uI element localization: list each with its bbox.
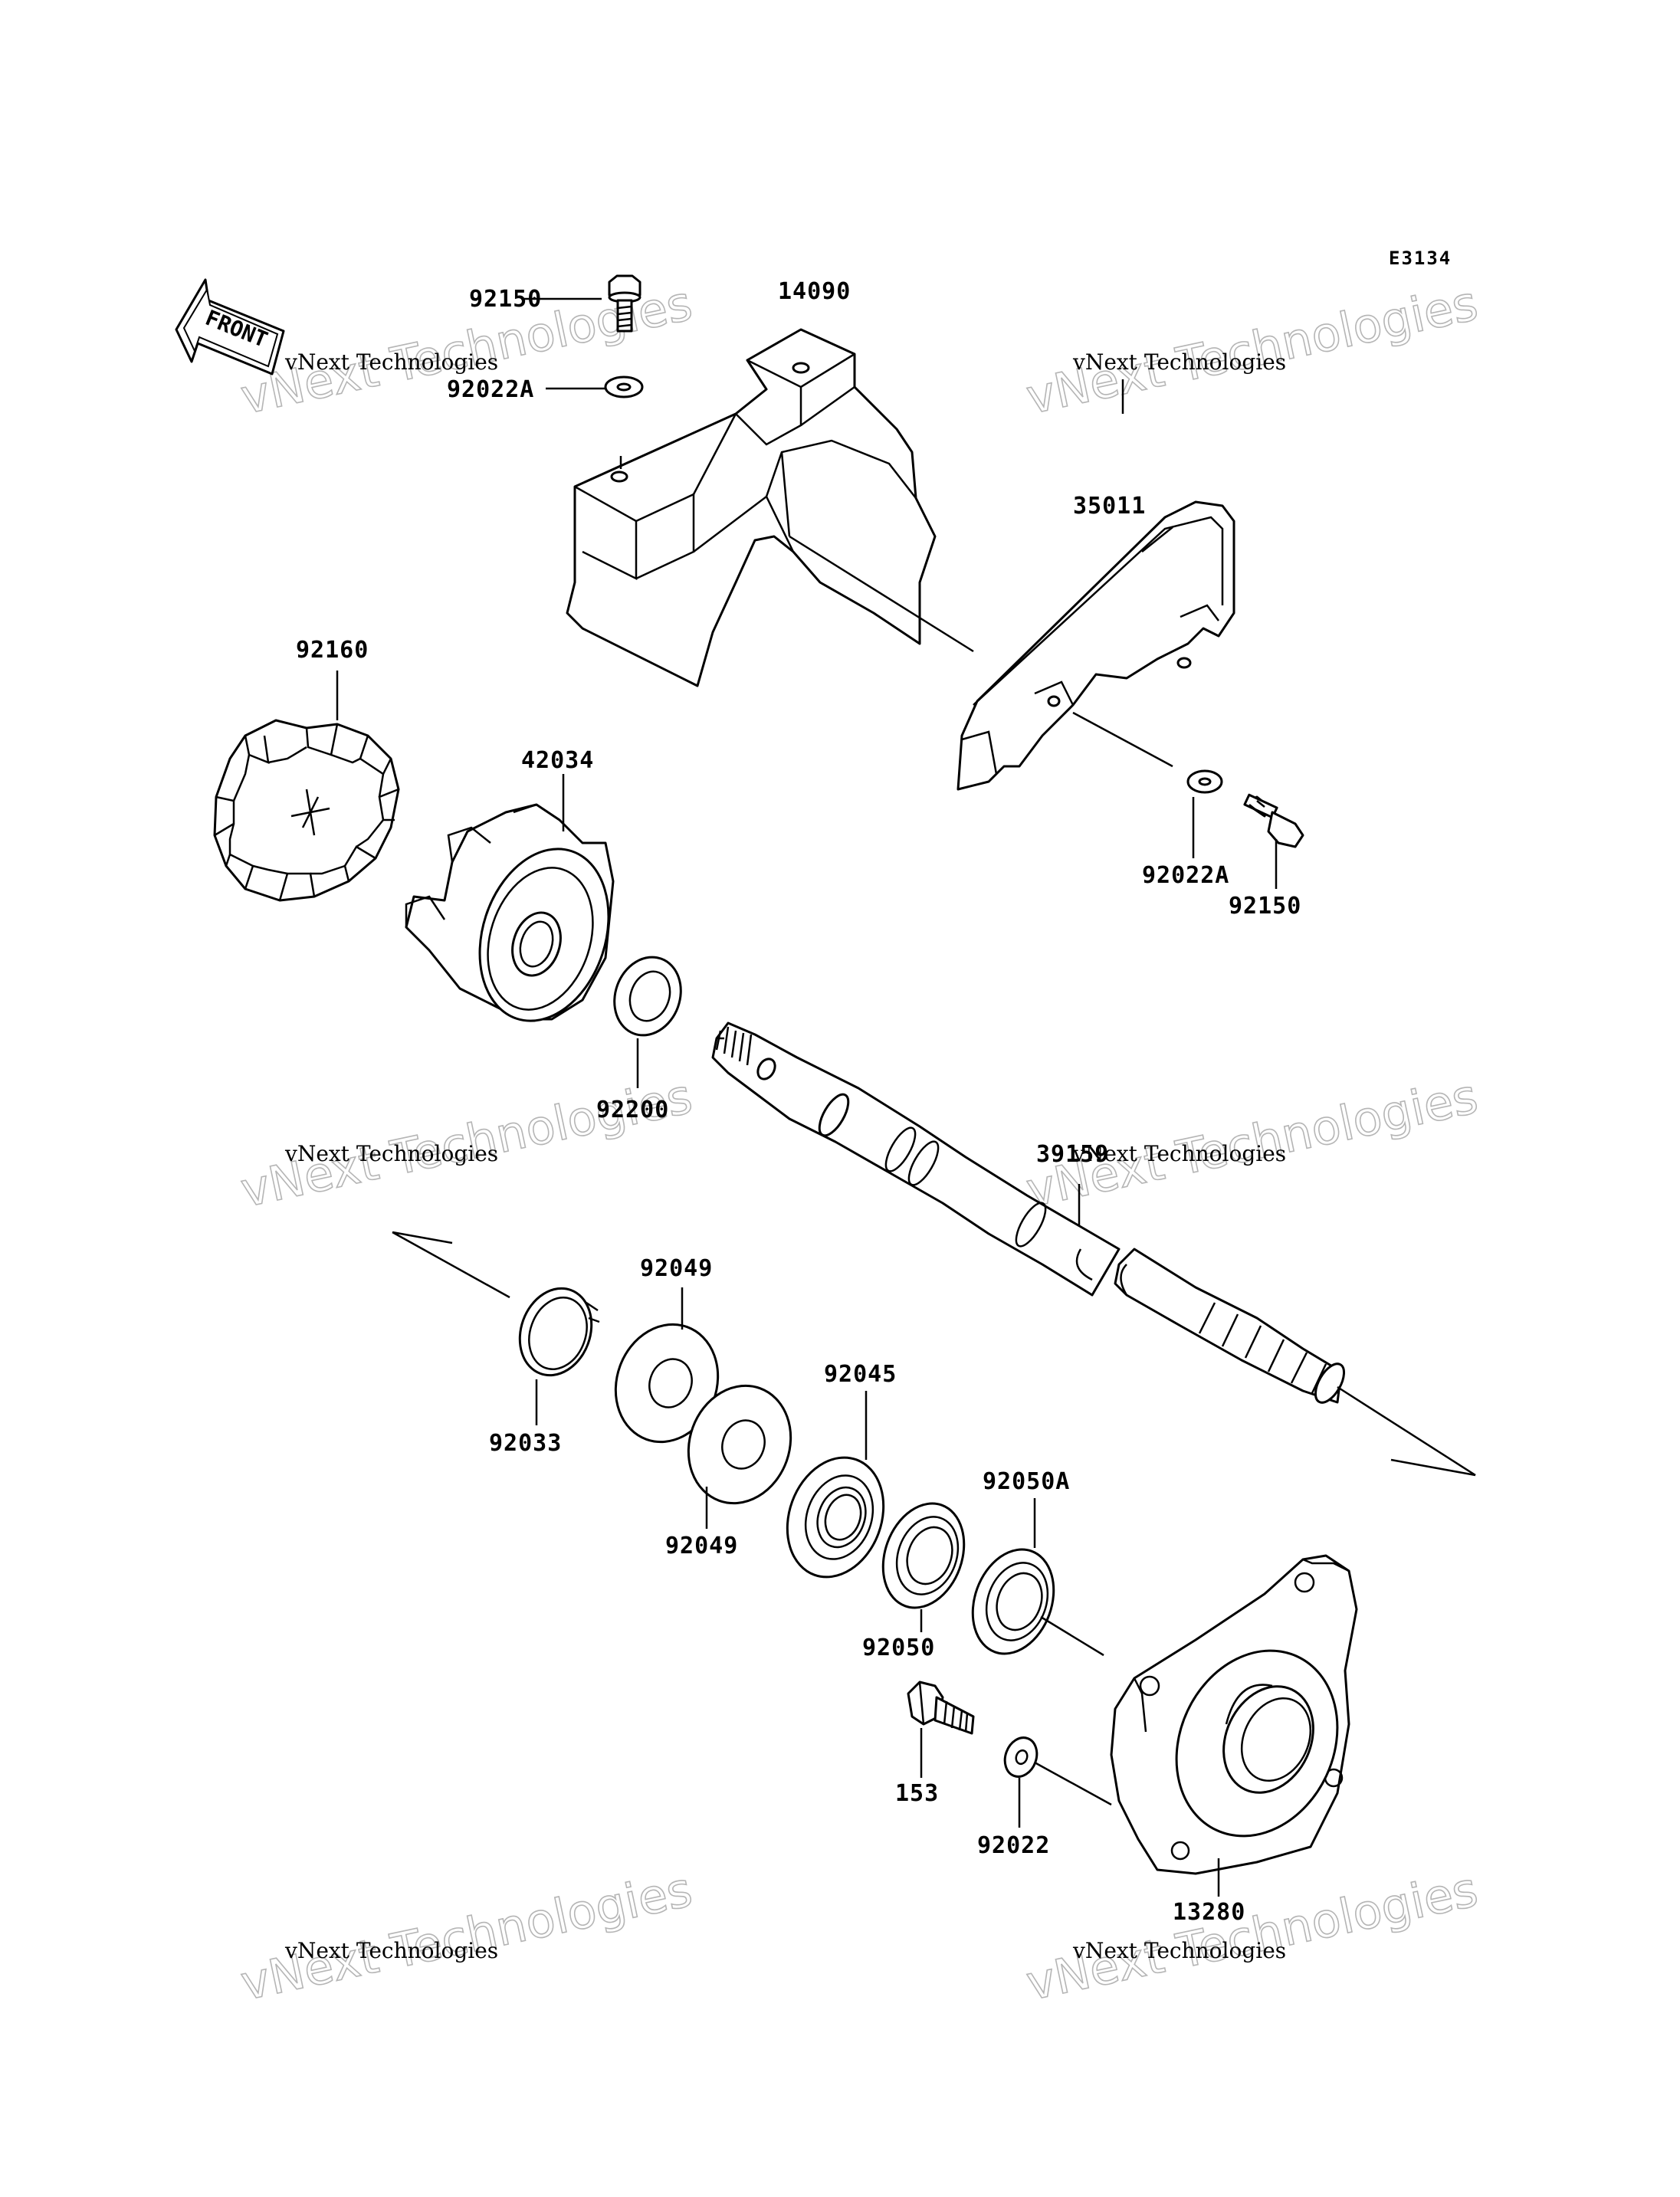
bracket-35011 [956, 500, 1235, 791]
svg-text:vNext Technologies: vNext Technologies [284, 1141, 498, 1166]
label-14090: 14090 [778, 278, 851, 305]
svg-text:vNext Technologies: vNext Technologies [284, 349, 498, 375]
label-92049-a: 92049 [640, 1255, 713, 1282]
label-92150-top: 92150 [469, 286, 542, 313]
part-labels: 92150 14090 92022A 35011 92160 42034 920… [296, 278, 1301, 1926]
label-42034: 42034 [521, 747, 594, 774]
nipple-153 [907, 1681, 975, 1735]
front-arrow-icon: FRONT [175, 278, 285, 375]
seal-92050 [881, 1502, 966, 1609]
svg-text:vNext Technologies: vNext Technologies [1072, 1141, 1286, 1166]
label-92049-b: 92049 [665, 1533, 738, 1559]
label-13280: 13280 [1173, 1899, 1245, 1926]
shaft-39159 [711, 1021, 1476, 1477]
damper-92160 [213, 719, 400, 902]
washer-92022a-top [604, 375, 644, 398]
bolt-92150-top [608, 274, 641, 333]
washer-92022a-right [1186, 769, 1223, 794]
svg-text:vNext Technologies: vNext Technologies [1022, 1861, 1482, 2012]
leader-35011 [1141, 526, 1173, 553]
svg-text:vNext Technologies: vNext Technologies [236, 1861, 697, 2012]
svg-text:vNext Technologies: vNext Technologies [1072, 349, 1286, 375]
bearing-92045 [786, 1456, 885, 1579]
svg-text:vNext Technologies: vNext Technologies [1072, 1938, 1286, 1963]
label-92050: 92050 [862, 1635, 935, 1661]
label-92033: 92033 [489, 1430, 562, 1457]
label-92045: 92045 [824, 1361, 897, 1388]
label-92022: 92022 [977, 1832, 1050, 1859]
cover-14090 [566, 328, 974, 687]
washer-92022 [1003, 1736, 1112, 1806]
label-153: 153 [895, 1780, 939, 1807]
seal-92050a [971, 1548, 1104, 1657]
circlip-92033 [518, 1287, 600, 1377]
label-92200: 92200 [596, 1097, 669, 1123]
watermark-bottom-right: vNext Technologies vNext Technologies [1021, 1861, 1483, 2012]
label-92022a-right: 92022A [1142, 862, 1229, 889]
svg-text:vNext Technologies: vNext Technologies [284, 1938, 498, 1963]
label-92022a-top: 92022A [447, 376, 534, 403]
watermark-mid-left: vNext Technologies vNext Technologies [235, 1067, 697, 1219]
housing-13280 [1110, 1554, 1358, 1875]
washer-92200 [613, 956, 682, 1037]
label-92160: 92160 [296, 637, 369, 664]
coupling-42034 [405, 803, 615, 1022]
label-92050a: 92050A [983, 1468, 1070, 1495]
watermark-top-right: vNext Technologies vNext Technologies [1021, 274, 1483, 426]
washer-92049-b [687, 1384, 792, 1505]
label-92150-right: 92150 [1229, 893, 1301, 920]
figure-code: E3134 [1389, 248, 1452, 269]
watermark-bottom-left: vNext Technologies vNext Technologies [235, 1861, 697, 2012]
label-39159: 39159 [1036, 1141, 1109, 1168]
pointer-lines-left [392, 1231, 510, 1299]
label-35011: 35011 [1073, 493, 1146, 520]
bolt-92150-right [1243, 793, 1304, 848]
